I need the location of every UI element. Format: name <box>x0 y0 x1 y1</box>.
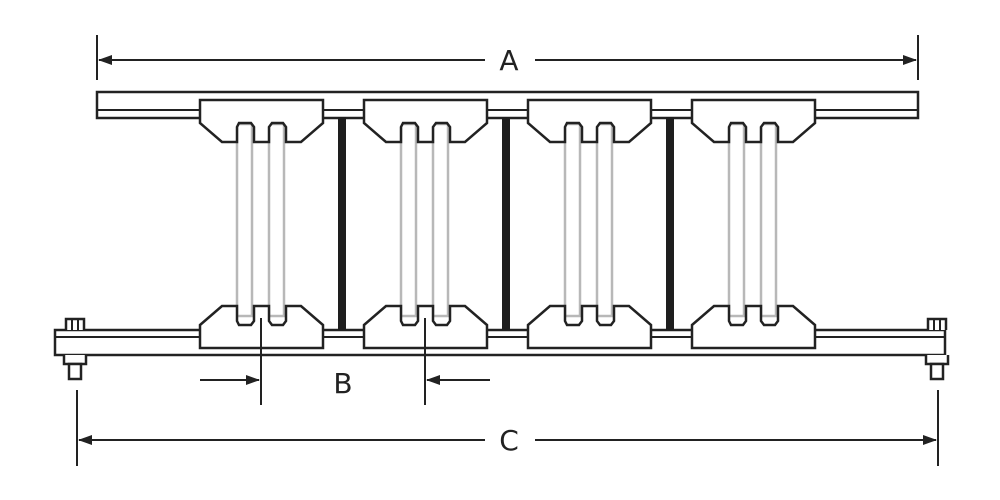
block-unit <box>198 98 325 350</box>
bolts <box>62 317 950 381</box>
top-clamp <box>362 98 489 144</box>
spacer-bar <box>338 117 346 330</box>
top-clamp <box>690 98 817 144</box>
dimension-b: B <box>200 318 490 405</box>
glass-pane <box>727 122 746 318</box>
bolt <box>924 317 950 381</box>
block-unit <box>362 98 489 350</box>
bolt <box>62 317 88 381</box>
glass-pane <box>431 122 450 318</box>
glass-pane <box>267 122 286 318</box>
dimension-label-a: A <box>499 44 518 77</box>
glass-pane <box>563 122 582 318</box>
bottom-clamp <box>526 304 653 350</box>
dimension-label-c: C <box>499 424 519 457</box>
block-units <box>198 98 817 350</box>
dimension-label-b: B <box>333 367 352 400</box>
glass-pane <box>399 122 418 318</box>
spacer-bars <box>338 117 674 330</box>
dimension-a: A <box>96 35 919 80</box>
block-unit <box>526 98 653 350</box>
top-clamp <box>198 98 325 144</box>
glass-pane <box>595 122 614 318</box>
glass-pane <box>235 122 254 318</box>
spacer-bar <box>502 117 510 330</box>
bottom-clamp <box>690 304 817 350</box>
dimension-c: C <box>76 390 939 466</box>
glass-pane <box>759 122 778 318</box>
block-unit <box>690 98 817 350</box>
spacer-bar <box>666 117 674 330</box>
top-clamp <box>526 98 653 144</box>
